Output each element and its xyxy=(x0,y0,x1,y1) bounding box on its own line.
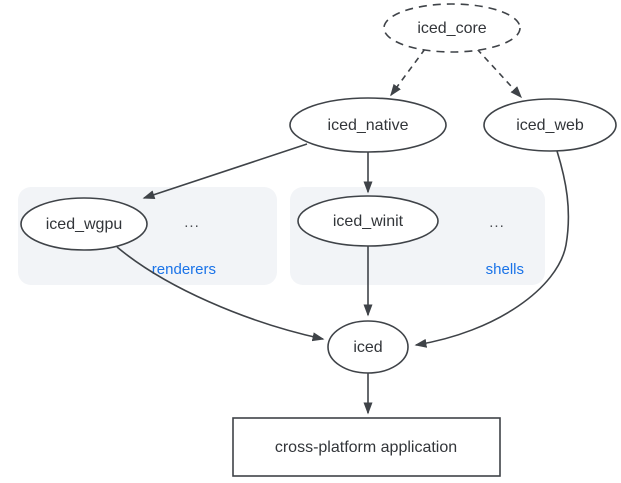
cluster-renderers-ellipsis: ... xyxy=(184,214,200,231)
node-iced: iced xyxy=(327,320,409,374)
node-iced-web-label: iced_web xyxy=(516,117,584,134)
node-iced-native-label: iced_native xyxy=(328,117,409,134)
node-iced-wgpu-shape xyxy=(20,197,148,251)
node-iced-core-shape xyxy=(383,3,521,53)
edge-web-to-iced xyxy=(414,150,570,348)
node-iced-web: iced_web xyxy=(483,98,617,152)
edge-native-to-wgpu xyxy=(142,143,308,199)
node-iced-winit-label: iced_winit xyxy=(333,213,404,230)
edge-core-to-web xyxy=(476,48,523,99)
cluster-renderers-label: renderers xyxy=(152,261,216,278)
edge-wgpu-to-iced xyxy=(116,246,325,342)
edge-core-to-native xyxy=(390,48,426,97)
node-iced-wgpu: iced_wgpu xyxy=(20,197,148,251)
node-iced-core: iced_core xyxy=(383,3,521,53)
node-iced-winit: iced_winit xyxy=(297,195,439,247)
node-iced-shape xyxy=(327,320,409,374)
node-iced-native: iced_native xyxy=(289,97,447,153)
node-iced-wgpu-label: iced_wgpu xyxy=(46,216,123,233)
node-application-label: cross-platform application xyxy=(275,439,457,456)
node-iced-web-shape xyxy=(483,98,617,152)
node-iced-native-shape xyxy=(289,97,447,153)
node-iced-core-label: iced_core xyxy=(417,20,486,37)
node-iced-label: iced xyxy=(353,339,382,356)
cluster-shells-label: shells xyxy=(486,261,524,278)
node-application-shape xyxy=(232,417,501,477)
cluster-shells-ellipsis: ... xyxy=(489,214,505,231)
node-application: cross-platform application xyxy=(232,417,501,477)
node-iced-winit-shape xyxy=(297,195,439,247)
